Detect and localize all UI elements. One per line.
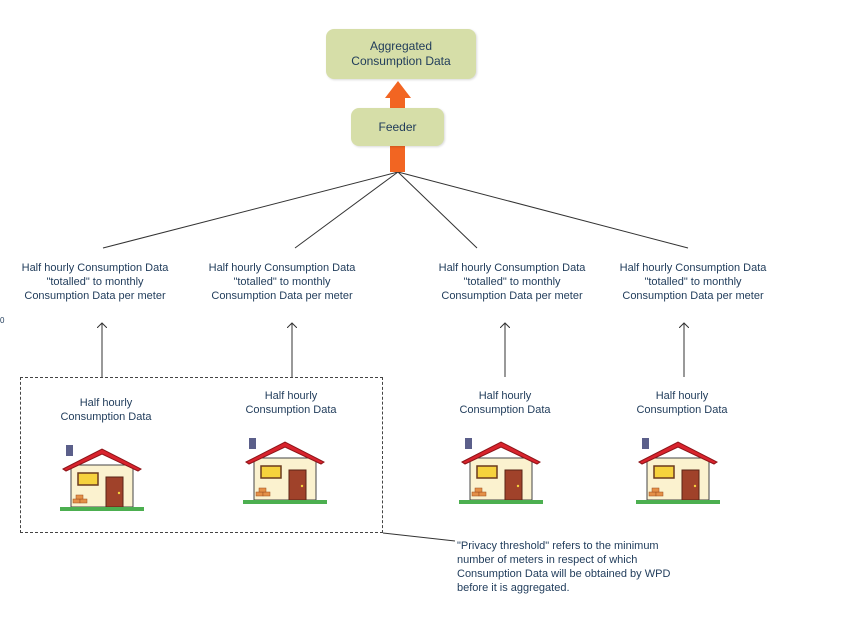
aggregated-consumption-box: Aggregated Consumption Data <box>326 29 476 79</box>
fan-line-1 <box>102 171 399 249</box>
privacy-threshold-note: "Privacy threshold" refers to the minimu… <box>457 540 671 594</box>
meter-label-3: Half hourly Consumption Data "totalled" … <box>438 262 586 302</box>
house-icon <box>60 445 144 511</box>
fan-line-2 <box>294 171 399 249</box>
fan-line-4 <box>397 171 689 249</box>
house-icon <box>459 438 543 504</box>
meter-label-1: Half hourly Consumption Data "totalled" … <box>21 262 169 302</box>
house-icon <box>636 438 720 504</box>
edge-mark: 0 <box>0 316 5 325</box>
privacy-note-connector <box>382 532 456 542</box>
meter-label-2: Half hourly Consumption Data "totalled" … <box>208 262 356 302</box>
privacy-threshold-box <box>20 377 383 533</box>
feeder-label: Feeder <box>378 119 417 134</box>
feeder-box: Feeder <box>351 108 444 146</box>
feeder-arrow-head <box>385 81 411 98</box>
house-label-4: Half hourly Consumption Data <box>636 390 728 416</box>
fan-line-3 <box>397 171 478 249</box>
house-label-1: Half hourly Consumption Data <box>60 397 152 423</box>
meter-label-4: Half hourly Consumption Data "totalled" … <box>619 262 767 302</box>
house-icon <box>243 438 327 504</box>
house-label-3: Half hourly Consumption Data <box>459 390 551 416</box>
house-label-2: Half hourly Consumption Data <box>245 390 337 416</box>
aggregated-consumption-label: Aggregated Consumption Data <box>351 39 451 68</box>
